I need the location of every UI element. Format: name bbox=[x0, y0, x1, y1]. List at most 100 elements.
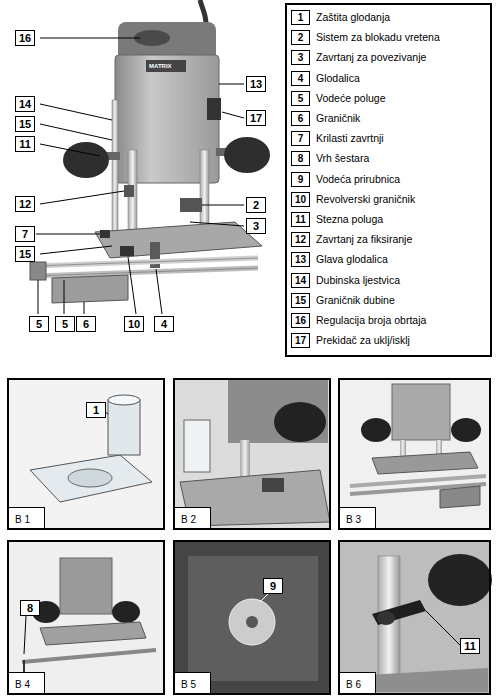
callout-number: 7 bbox=[291, 131, 310, 146]
brand-label: MATRIX bbox=[149, 63, 172, 70]
callout-text: 14 bbox=[19, 98, 31, 110]
panel-label-text: B 4 bbox=[15, 679, 30, 690]
part-name: Zaštita glodanja bbox=[316, 11, 390, 24]
part-name: Glava glodalica bbox=[316, 253, 388, 266]
callout-text: 1 bbox=[93, 404, 99, 416]
callout-text: 15 bbox=[19, 248, 31, 260]
callout-number: 9 bbox=[291, 172, 310, 187]
legend-row: 1 Zaštita glodanja bbox=[291, 10, 390, 25]
legend-row: 13 Glava glodalica bbox=[291, 252, 388, 267]
callout-number: 13 bbox=[246, 76, 266, 92]
part-name: Graničnik bbox=[316, 112, 360, 125]
callout-number: 2 bbox=[246, 197, 266, 213]
callout-number: 1 bbox=[291, 10, 310, 25]
callout-text: 5 bbox=[62, 318, 68, 330]
part-name: Zavrtanj za fiksiranje bbox=[316, 233, 412, 246]
figure-panel: B 6 11 bbox=[338, 540, 491, 695]
panel-label-text: B 6 bbox=[346, 679, 361, 690]
callout-number: 16 bbox=[15, 30, 35, 46]
panel-label: B 5 bbox=[175, 672, 211, 693]
legend-row: 7 Krilasti zavrtnji bbox=[291, 131, 384, 146]
callout-number: 6 bbox=[291, 111, 310, 126]
legend-row: 10 Revolverski graničnik bbox=[291, 192, 415, 207]
panel-label-text: B 5 bbox=[181, 679, 196, 690]
callout-number: 5 bbox=[55, 316, 75, 332]
panel-label: B 3 bbox=[340, 507, 376, 528]
figure-panel: B 1 1 bbox=[7, 378, 165, 530]
callout-number: 6 bbox=[76, 316, 96, 332]
callout-text: 8 bbox=[27, 602, 33, 614]
panel-label-text: B 2 bbox=[181, 514, 196, 525]
callout-text: 13 bbox=[250, 78, 262, 90]
callout-number: 13 bbox=[291, 252, 310, 267]
part-name: Vodeća prirubnica bbox=[316, 173, 400, 186]
legend-row: 9 Vodeća prirubnica bbox=[291, 172, 400, 187]
figure-panel: B 4 8 bbox=[7, 540, 165, 695]
callout-text: 3 bbox=[253, 220, 259, 232]
callout-number: 15 bbox=[291, 293, 310, 308]
legend-row: 5 Vodeće poluge bbox=[291, 91, 385, 106]
callout-text: 2 bbox=[253, 199, 259, 211]
part-name: Zavrtanj za povezivanje bbox=[316, 51, 426, 64]
callout-number: 11 bbox=[291, 212, 310, 227]
callout-text: 11 bbox=[464, 640, 476, 652]
legend-row: 6 Graničnik bbox=[291, 111, 360, 126]
callout-text: 4 bbox=[161, 318, 167, 330]
panel-label: B 1 bbox=[9, 507, 45, 528]
callout-number: 4 bbox=[154, 316, 174, 332]
part-name: Sistem za blokadu vretena bbox=[316, 31, 440, 44]
callout-number: 8 bbox=[291, 151, 310, 166]
part-name: Stezna poluga bbox=[316, 213, 383, 226]
callout-number: 12 bbox=[15, 196, 35, 212]
panel-label: B 6 bbox=[340, 672, 376, 693]
callout-text: 5 bbox=[36, 318, 42, 330]
callout-number: 17 bbox=[246, 110, 266, 126]
legend-row: 2 Sistem za blokadu vretena bbox=[291, 30, 440, 45]
callout-number: 14 bbox=[291, 273, 310, 288]
callout-number: 14 bbox=[15, 96, 35, 112]
callout-number: 9 bbox=[263, 578, 283, 594]
panel-label: B 2 bbox=[175, 507, 211, 528]
part-name: Vrh šestara bbox=[316, 152, 369, 165]
figure-panel: B 5 9 bbox=[173, 540, 331, 695]
callout-number: 5 bbox=[29, 316, 49, 332]
legend-row: 4 Glodalica bbox=[291, 71, 360, 86]
part-name: Graničnik dubine bbox=[316, 294, 395, 307]
part-name: Krilasti zavrtnji bbox=[316, 132, 384, 145]
panel-label-text: B 1 bbox=[15, 514, 30, 525]
callout-text: 16 bbox=[19, 32, 31, 44]
callout-text: 17 bbox=[250, 112, 262, 124]
callout-number: 8 bbox=[20, 600, 40, 616]
panel-label: B 4 bbox=[9, 672, 45, 693]
legend-row: 12Zavrtanj za fiksiranje bbox=[291, 232, 412, 247]
legend-row: 8 Vrh šestara bbox=[291, 151, 369, 166]
callout-number: 11 bbox=[15, 136, 35, 152]
callout-number: 10 bbox=[291, 192, 310, 207]
callout-number: 10 bbox=[124, 316, 144, 332]
callout-number: 5 bbox=[291, 91, 310, 106]
part-name: Glodalica bbox=[316, 72, 360, 85]
panel-label-text: B 3 bbox=[346, 514, 361, 525]
callout-number: 15 bbox=[15, 246, 35, 262]
figure-panel: B 3 bbox=[338, 378, 491, 530]
callout-number: 2 bbox=[291, 30, 310, 45]
part-name: Prekidač za uklj/isklj bbox=[316, 334, 410, 347]
part-name: Vodeće poluge bbox=[316, 92, 385, 105]
part-name: Dubinska ljestvica bbox=[316, 274, 400, 287]
callout-number: 3 bbox=[291, 50, 310, 65]
legend-row: 14 Dubinska ljestvica bbox=[291, 273, 400, 288]
callout-number: 1 bbox=[86, 402, 106, 418]
legend-row: 16Regulacija broja obrtaja bbox=[291, 313, 426, 328]
callout-number: 4 bbox=[291, 71, 310, 86]
callout-number: 17 bbox=[291, 333, 310, 348]
callout-number: 3 bbox=[246, 218, 266, 234]
callout-text: 10 bbox=[128, 318, 140, 330]
callout-text: 7 bbox=[22, 228, 28, 240]
part-name: Revolverski graničnik bbox=[316, 193, 415, 206]
callout-text: 11 bbox=[19, 138, 31, 150]
callout-text: 12 bbox=[19, 198, 31, 210]
legend-row: 15 Graničnik dubine bbox=[291, 293, 395, 308]
callout-number: 7 bbox=[15, 226, 35, 242]
legend-row: 11 Stezna poluga bbox=[291, 212, 383, 227]
